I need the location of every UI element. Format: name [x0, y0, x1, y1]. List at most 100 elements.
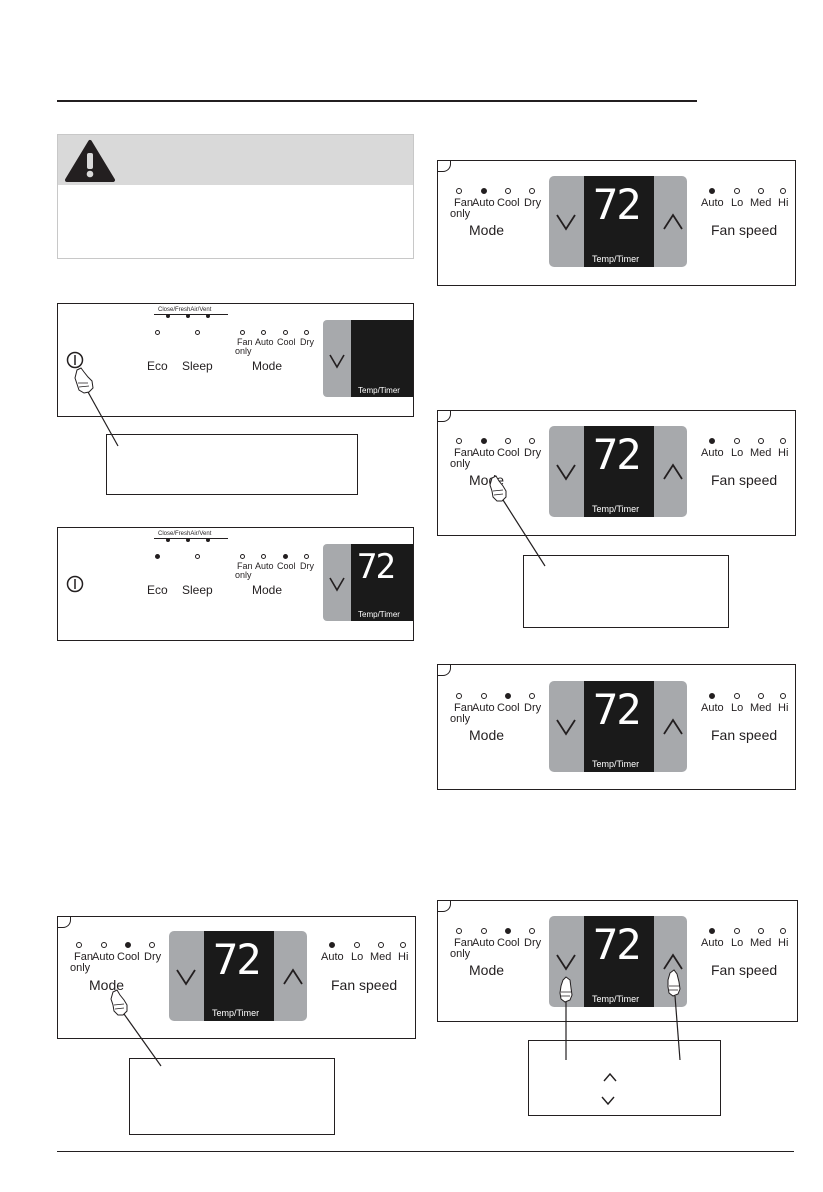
chevron-down-icon: [556, 954, 576, 971]
mode-dry-label: Dry: [524, 937, 542, 949]
mode-fan-label: Fan: [454, 197, 473, 209]
control-panel-right-2: Fan only Auto Cool Dry Mode 72 Temp/Time…: [437, 410, 796, 536]
fan-speed-label: Fan speed: [331, 977, 398, 993]
mode-fan-only-label: only: [70, 962, 91, 974]
temp-display: 72 Temp/Timer: [584, 681, 654, 772]
mode-led-fan: [76, 942, 82, 948]
chevron-down-icon: [329, 577, 345, 592]
fan-lo-label: Lo: [731, 937, 744, 949]
vent-led: [186, 314, 190, 318]
temp-digits: 72: [593, 685, 642, 734]
mode-cool-label: Cool: [117, 951, 140, 963]
fan-led-auto: [709, 693, 715, 699]
mode-led-dry: [304, 554, 309, 559]
fan-lo-label: Lo: [731, 447, 744, 459]
mode-cool-label: Cool: [497, 447, 520, 459]
chevron-up-icon: [663, 953, 683, 970]
panel-corner: [438, 161, 451, 172]
mode-fan-only-label: only: [450, 948, 471, 960]
fan-med-label: Med: [750, 197, 772, 209]
pointing-hand-icon: [667, 969, 681, 997]
warning-box: [57, 134, 414, 259]
vent-led: [206, 314, 210, 318]
mode-led-cool: [505, 438, 511, 444]
callout-box-mode-right: [523, 555, 729, 628]
sleep-label: Sleep: [182, 583, 213, 597]
chevron-up-icon: [602, 1071, 618, 1085]
mode-fan-label: Fan: [454, 937, 473, 949]
fan-auto-label: Auto: [701, 197, 724, 209]
fan-led-lo: [734, 693, 740, 699]
mode-led-dry: [529, 438, 535, 444]
fan-speed-label: Fan speed: [711, 222, 778, 238]
mode-led-auto: [481, 438, 487, 444]
callout-box-temp: [528, 1040, 721, 1116]
fan-speed-label: Fan speed: [711, 472, 778, 488]
fan-hi-label: Hi: [778, 447, 789, 459]
bottom-rule: [57, 1151, 794, 1152]
mode-cool-label: Cool: [497, 702, 520, 714]
fan-lo-label: Lo: [731, 702, 744, 714]
mode-led-dry: [529, 928, 535, 934]
pointing-hand-icon: [489, 475, 507, 502]
mode-led-dry: [149, 942, 155, 948]
mode-label: Mode: [252, 359, 283, 373]
mode-fan-label: Fan: [454, 702, 473, 714]
fan-speed-label: Fan speed: [711, 962, 778, 978]
vent-underline: [154, 538, 228, 539]
eco-label: Eco: [147, 583, 168, 597]
mode-led-auto: [101, 942, 107, 948]
vent-underline: [154, 314, 228, 315]
fan-led-hi: [400, 942, 406, 948]
temp-timer-label: Temp/Timer: [592, 759, 640, 769]
temp-display: 72 Temp/Timer: [584, 176, 654, 267]
mode-auto-label: Auto: [255, 561, 274, 571]
vent-led: [166, 314, 170, 318]
temp-timer-label: Temp/Timer: [592, 994, 640, 1004]
fan-speed-label: Fan speed: [711, 727, 778, 743]
mode-led-fan: [456, 188, 462, 194]
fan-med-label: Med: [370, 951, 392, 963]
callout-box-mode-left: [129, 1058, 335, 1135]
fan-auto-label: Auto: [701, 447, 724, 459]
fan-med-label: Med: [750, 702, 772, 714]
temp-display: 72 Temp/Timer: [584, 916, 654, 1007]
mode-led-auto: [261, 554, 266, 559]
leader-line: [87, 391, 119, 447]
fan-led-auto: [709, 188, 715, 194]
callout-box-power: [106, 434, 358, 495]
chevron-up-icon: [283, 968, 303, 985]
fan-led-med: [378, 942, 384, 948]
vent-led: [166, 538, 170, 542]
leader-line: [674, 995, 681, 1061]
sleep-led: [195, 330, 200, 335]
vent-led: [206, 538, 210, 542]
warning-header: [58, 135, 413, 185]
mode-dry-label: Dry: [524, 197, 542, 209]
fan-led-auto: [709, 928, 715, 934]
pointing-hand-icon: [74, 367, 94, 394]
mode-fan-label: Fan: [237, 561, 253, 571]
vent-label: Close/FreshAir/Vent: [158, 531, 212, 537]
mode-led-cool: [125, 942, 131, 948]
fan-lo-label: Lo: [351, 951, 364, 963]
chevron-down-icon: [600, 1094, 616, 1108]
mode-dry-label: Dry: [144, 951, 162, 963]
chevron-down-icon: [556, 719, 576, 736]
mode-fan-only-label: only: [235, 346, 252, 356]
temp-display: 72 Temp/Timer: [584, 426, 654, 517]
mode-auto-label: Auto: [472, 447, 495, 459]
fan-led-hi: [780, 438, 786, 444]
mode-fan-only-label: only: [450, 208, 471, 220]
control-panel-right-3: Fan only Auto Cool Dry Mode 72 Temp/Time…: [437, 664, 796, 790]
panel-corner: [58, 917, 71, 928]
temp-display: 72 Temp/Timer: [351, 544, 413, 621]
temp-digits: 72: [593, 920, 642, 969]
temp-timer-label: Temp/Timer: [358, 610, 400, 619]
chevron-down-icon: [556, 464, 576, 481]
mode-cool-label: Cool: [497, 197, 520, 209]
mode-cool-label: Cool: [497, 937, 520, 949]
fan-led-hi: [780, 693, 786, 699]
mode-fan-label: Fan: [74, 951, 93, 963]
fan-led-lo: [734, 928, 740, 934]
